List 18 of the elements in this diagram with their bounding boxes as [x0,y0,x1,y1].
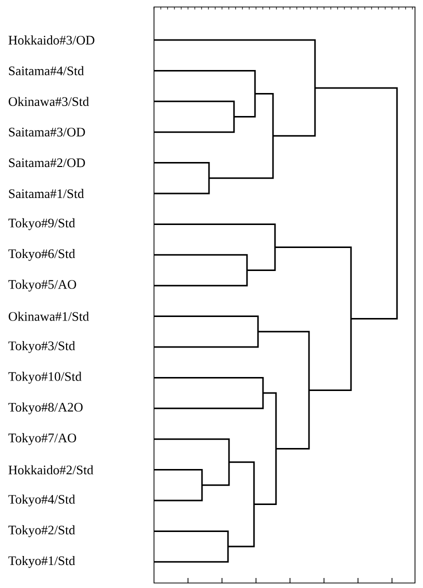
leaf-label: Hokkaido#3/OD [8,35,94,45]
leaf-label: Tokyo#6/Std [8,248,76,261]
leaf-label: Tokyo#9/Std [8,218,76,230]
leaf-label: Okinawa#3/Std [8,96,89,106]
leaf-label: Saitama#4/Std [9,66,84,76]
leaf-label: Saitama#1/Std [9,188,84,198]
leaf-label: Tokyo#4/Std [8,494,76,506]
leaf-label: Tokyo#8/A2O [8,402,83,414]
leaf-label: Tokyo#5/AO [8,280,76,292]
leaf-label: Saitama#2/OD [9,158,85,168]
leaf-label: Okinawa#1/Std [8,312,89,321]
leaf-label: Tokyo#3/Std [8,341,76,353]
leaf-label: Hokkaido#2/Std [8,465,94,474]
leaf-label: Tokyo#2/Std [8,525,76,538]
leaf-label: Tokyo#7/AO [8,433,76,445]
leaf-label: Tokyo#10/Std [8,372,82,384]
leaf-label: Saitama#3/OD [9,128,85,136]
leaf-label: Tokyo#1/Std [8,556,76,568]
